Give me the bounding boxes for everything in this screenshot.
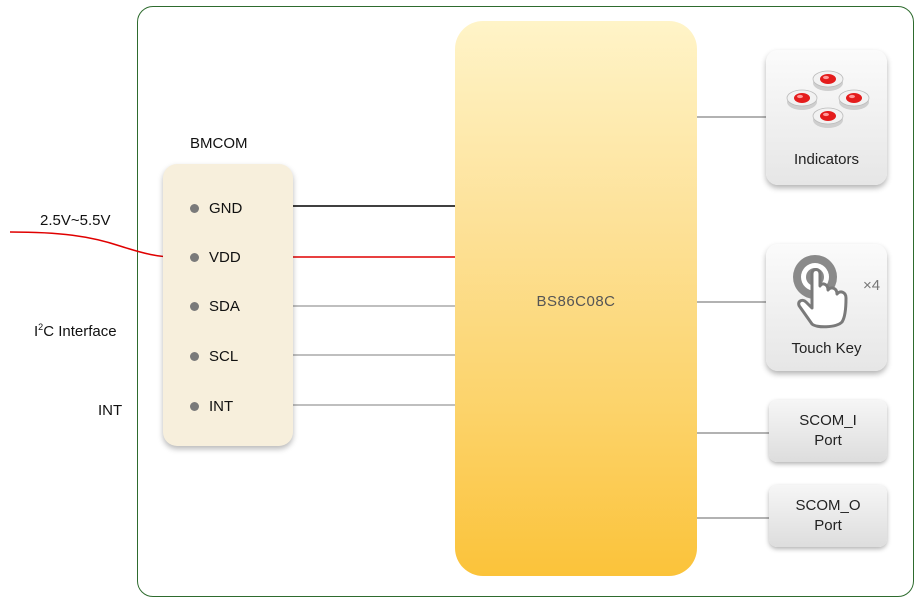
scom-i-label: SCOM_I <box>799 412 857 429</box>
scom-o-sublabel: Port <box>814 517 842 534</box>
pin-dot-icon <box>190 302 199 311</box>
pin-dot-icon <box>190 253 199 262</box>
int-label: INT <box>98 402 123 419</box>
indicators-label: Indicators <box>793 151 860 168</box>
pin-label: INT <box>209 398 234 415</box>
led-icon <box>786 70 870 128</box>
pin-vdd: VDD <box>190 249 241 266</box>
pin-scl: SCL <box>190 348 238 365</box>
supply-wire <box>9 231 176 258</box>
pin-dot-icon <box>190 204 199 213</box>
scom-o-label: SCOM_O <box>795 497 861 514</box>
scom-i-card <box>769 400 887 462</box>
pin-label: VDD <box>209 249 241 266</box>
mcu-block <box>455 21 697 576</box>
i2c-label: I2C Interface <box>34 322 117 340</box>
pin-dot-icon <box>190 402 199 411</box>
scom-o-card <box>769 485 887 547</box>
pin-label: GND <box>209 200 243 217</box>
supply-label: 2.5V~5.5V <box>40 212 111 229</box>
pin-dot-icon <box>190 352 199 361</box>
pin-label: SCL <box>209 348 239 365</box>
pin-gnd: GND <box>190 200 242 217</box>
pin-int: INT <box>190 398 233 415</box>
scom-i-sublabel: Port <box>814 432 842 449</box>
mcu-label: BS86C08C <box>536 293 616 310</box>
pin-sda: SDA <box>190 298 240 315</box>
bmcom-module <box>163 164 293 446</box>
module-title: BMCOM <box>190 135 248 152</box>
board-frame <box>137 6 914 597</box>
touch-hand-icon <box>793 255 848 329</box>
touch-count: ×4 <box>863 277 881 294</box>
touch-key-label: Touch Key <box>791 340 862 357</box>
pin-label: SDA <box>209 298 240 315</box>
